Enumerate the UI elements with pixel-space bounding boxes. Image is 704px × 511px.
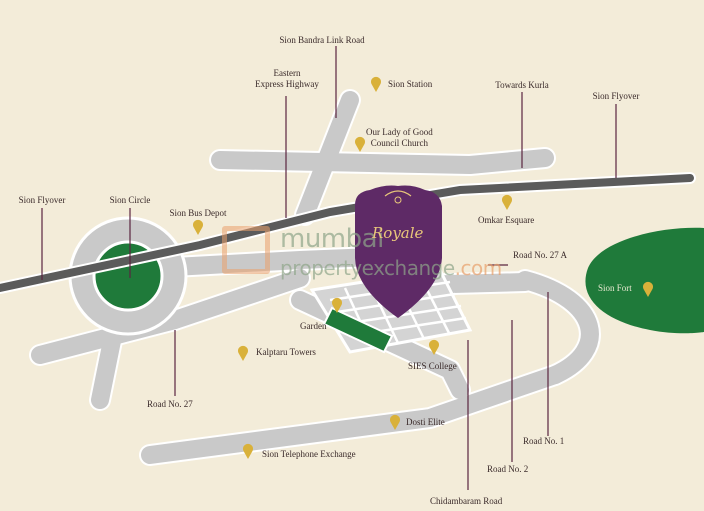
sies-college-pin-icon <box>429 339 439 355</box>
garden-pin-icon <box>332 297 342 313</box>
project-logo-text: Royale <box>372 224 424 242</box>
label-sion-flyover-left: Sion Flyover <box>18 195 66 205</box>
label-sion-circle: Sion Circle <box>109 195 151 205</box>
label-eastern-express-highway: Eastern Express Highway <box>255 68 319 89</box>
label-road-no-1: Road No. 1 <box>523 436 565 446</box>
label-sion-fort: Sion Fort <box>598 283 632 293</box>
label-chidambaram-road: Chidambaram Road <box>430 496 503 506</box>
label-sion-flyover-right: Sion Flyover <box>592 91 640 101</box>
label-sion-station: Sion Station <box>388 79 433 89</box>
sion-station-pin-icon <box>371 76 381 92</box>
label-kalptaru-towers: Kalptaru Towers <box>256 347 316 357</box>
dosti-elite-pin-icon <box>390 414 400 430</box>
label-road-no-2: Road No. 2 <box>487 464 529 474</box>
label-our-lady-church: Our Lady of Good Council Church <box>366 127 433 148</box>
label-dosti-elite: Dosti Elite <box>406 417 445 427</box>
label-sion-telephone-exchange: Sion Telephone Exchange <box>262 449 356 459</box>
label-garden: Garden <box>300 321 327 331</box>
omkar-esquare-pin-icon <box>502 194 512 210</box>
church-pin-icon <box>355 136 365 152</box>
bus-depot-pin-icon <box>193 219 203 235</box>
label-sion-bandra-link-road: Sion Bandra Link Road <box>279 35 365 45</box>
sion-fort-pin-icon <box>643 281 653 297</box>
label-omkar-esquare: Omkar Esquare <box>478 215 535 225</box>
telephone-exchange-pin-icon <box>243 443 253 459</box>
label-road-no-27: Road No. 27 <box>147 399 193 409</box>
sion-fort-area <box>585 227 704 334</box>
kalptaru-towers-pin-icon <box>238 345 248 361</box>
label-sion-bus-depot: Sion Bus Depot <box>169 208 227 218</box>
label-sies-college: SIES College <box>408 361 457 371</box>
sion-flyover <box>0 174 694 292</box>
project-location-marker <box>355 185 442 318</box>
garden-green <box>322 306 394 354</box>
label-road-no-27a: Road No. 27 A <box>513 250 567 260</box>
label-towards-kurla: Towards Kurla <box>495 80 549 90</box>
